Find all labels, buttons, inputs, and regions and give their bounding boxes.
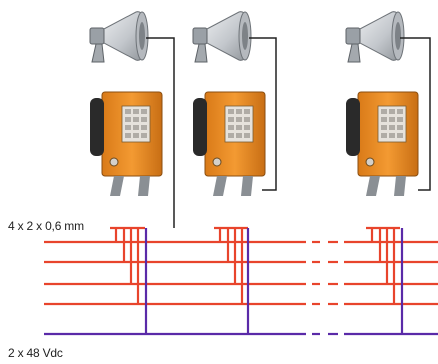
bus-line xyxy=(44,240,438,306)
connector-line xyxy=(400,37,431,191)
horn-loudspeaker-3 xyxy=(345,11,405,63)
bus-lines xyxy=(44,226,438,336)
horn-loudspeaker-2 xyxy=(192,11,252,63)
connector-line xyxy=(146,37,175,228)
cable-spec-label: 4 x 2 x 0,6 mm xyxy=(8,219,84,233)
telephone-1 xyxy=(89,91,163,197)
power-spec-label: 2 x 48 Vdc xyxy=(8,346,63,360)
telephone-2 xyxy=(192,91,266,197)
horn-loudspeaker-1 xyxy=(89,11,149,63)
bus-drop-2 xyxy=(214,226,248,304)
bus-drop-1 xyxy=(110,226,145,304)
connector-line xyxy=(249,37,277,191)
telephone-3 xyxy=(345,91,419,197)
bus-drop-3 xyxy=(366,226,400,304)
